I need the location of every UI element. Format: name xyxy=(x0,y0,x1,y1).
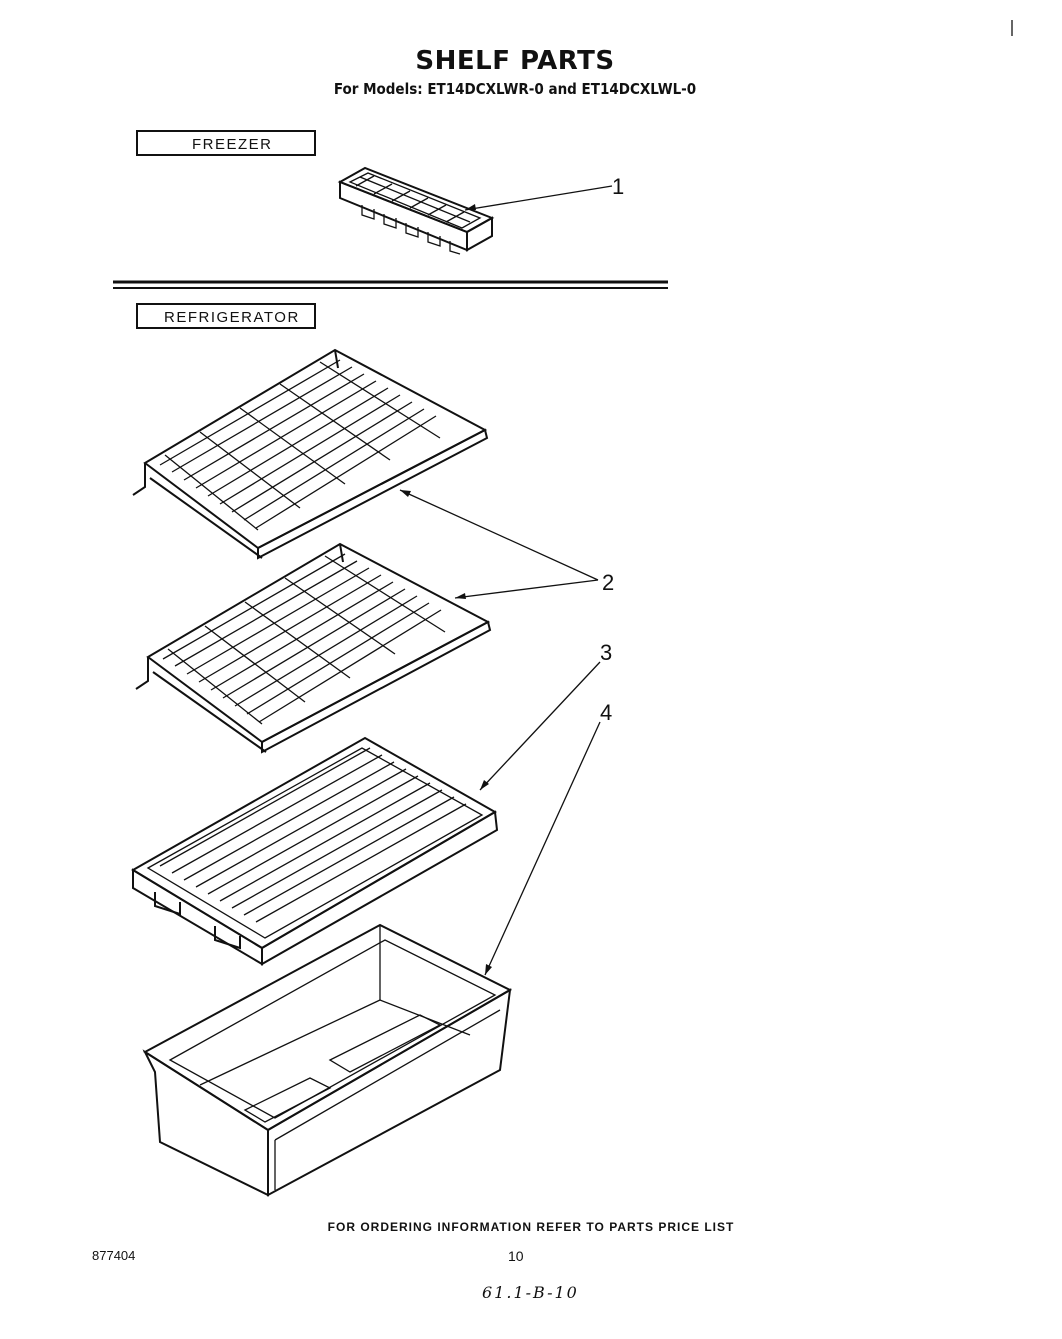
page-number: 10 xyxy=(508,1248,524,1264)
wire-shelf-icon xyxy=(135,542,492,754)
handwritten-note: 61.1-B-10 xyxy=(482,1283,579,1302)
callout-3: 3 xyxy=(600,640,613,665)
model-subtitle: For Models: ET14DCXLWR-0 and ET14DCXLWL-… xyxy=(333,80,697,98)
freezer-label: FREEZER xyxy=(136,130,316,156)
callout-4: 4 xyxy=(600,700,613,725)
ice-tray-icon xyxy=(337,166,495,255)
callout-2: 2 xyxy=(602,570,615,595)
ordering-note: FOR ORDERING INFORMATION REFER TO PARTS … xyxy=(327,1220,735,1234)
wire-shelf-icon xyxy=(132,348,489,560)
refrigerator-label: REFRIGERATOR xyxy=(136,303,316,329)
crisper-pan-icon xyxy=(142,923,513,1197)
document-number: 877404 xyxy=(92,1248,136,1263)
leader-lines xyxy=(399,185,613,976)
glass-shelf-icon xyxy=(131,736,499,966)
page-title: SHELF PARTS xyxy=(415,46,615,76)
callout-1: 1 xyxy=(612,174,625,199)
